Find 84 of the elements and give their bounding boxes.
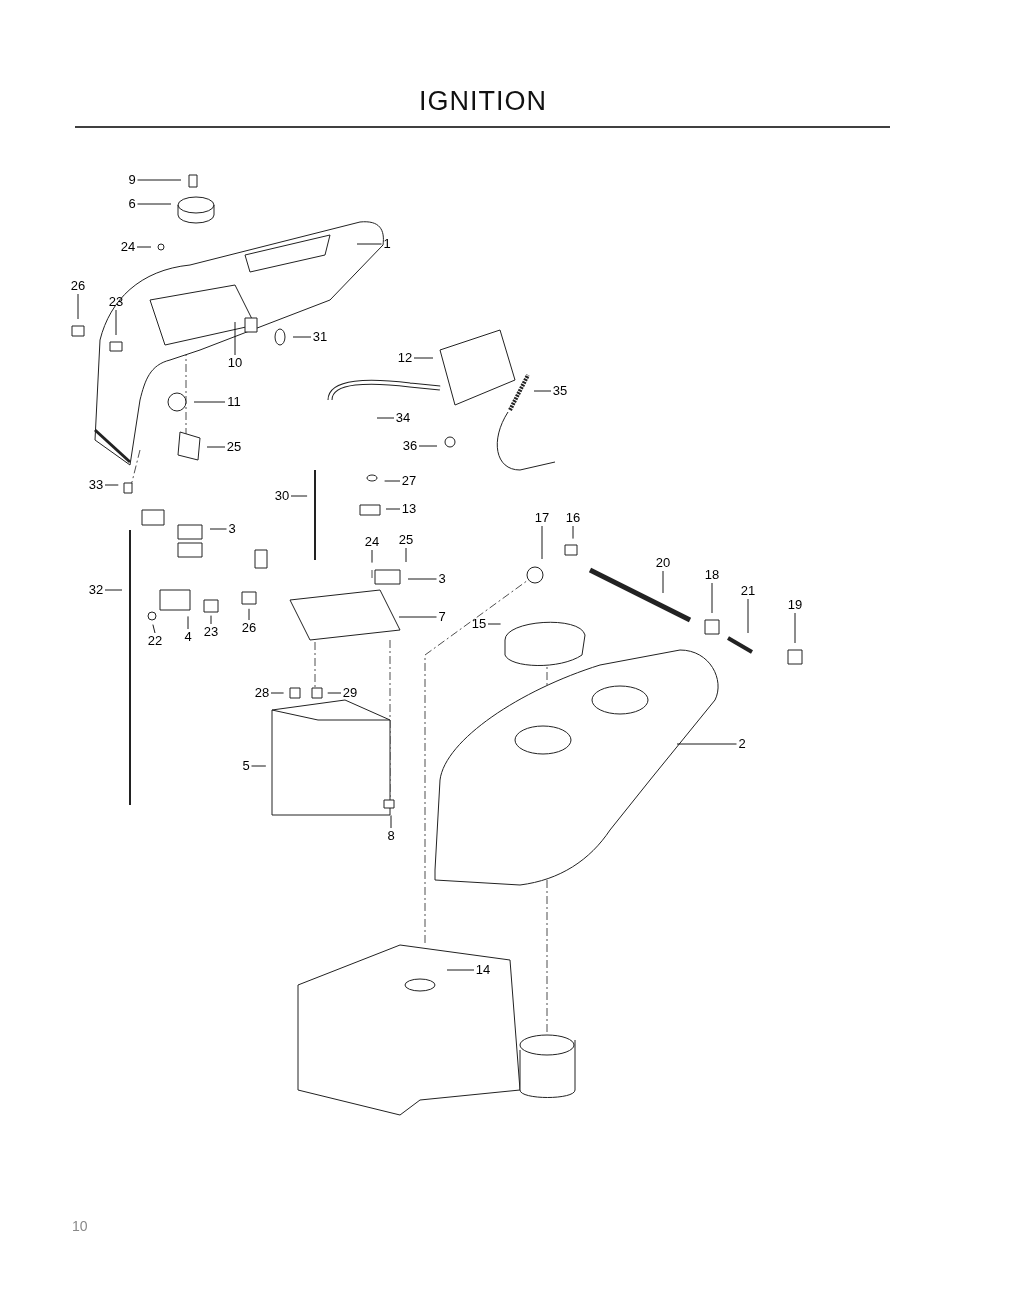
leader-line: [376, 417, 395, 419]
callout-number: 23: [108, 295, 124, 309]
callout-number: 3: [438, 572, 446, 586]
leader-line: [248, 608, 250, 621]
leader-line: [152, 624, 156, 634]
leader-line: [398, 616, 437, 618]
leader-line: [407, 578, 437, 580]
leader-line: [390, 814, 392, 829]
callout-number: 18: [704, 568, 720, 582]
callout-number: 6: [128, 197, 136, 211]
leader-line: [572, 525, 574, 540]
callout-number: 22: [147, 634, 163, 648]
callout-number: 21: [740, 584, 756, 598]
page-title: IGNITION: [418, 86, 548, 117]
callout-number: 29: [342, 686, 358, 700]
callout-number: 12: [397, 351, 413, 365]
callout-number: 32: [88, 583, 104, 597]
page-number: 10: [72, 1218, 88, 1234]
leader-line: [115, 309, 117, 336]
callout-number: 13: [401, 502, 417, 516]
leader-line: [270, 692, 285, 694]
callout-number: 25: [398, 533, 414, 547]
leader-line: [384, 480, 401, 482]
callout-number: 3: [228, 522, 236, 536]
leader-line: [446, 969, 475, 971]
leader-line: [405, 547, 407, 563]
callout-number: 17: [534, 511, 550, 525]
callout-number: 23: [203, 625, 219, 639]
callout-number: 30: [274, 489, 290, 503]
callout-number: 5: [242, 759, 250, 773]
callout-number: 31: [312, 330, 328, 344]
leader-line: [662, 570, 664, 594]
callout-number: 26: [241, 621, 257, 635]
leader-line: [327, 692, 342, 694]
leader-line: [371, 549, 373, 564]
leader-line: [533, 390, 552, 392]
leader-line: [137, 203, 172, 205]
leader-line: [187, 615, 189, 630]
callout-number: 25: [226, 440, 242, 454]
callout-number: 2: [738, 737, 746, 751]
callout-number: 35: [552, 384, 568, 398]
leader-line: [234, 321, 236, 356]
leader-line: [251, 765, 267, 767]
leader-line: [136, 246, 152, 248]
leader-line: [206, 446, 226, 448]
callout-number: 15: [471, 617, 487, 631]
callout-number: 33: [88, 478, 104, 492]
callout-number: 19: [787, 598, 803, 612]
callout-number: 11: [227, 395, 241, 409]
leader-line: [292, 336, 312, 338]
callout-number: 1: [383, 237, 391, 251]
leader-line: [137, 179, 182, 181]
callout-number: 9: [128, 173, 136, 187]
callout-number: 27: [401, 474, 417, 488]
leader-line: [193, 401, 226, 403]
callout-number: 4: [184, 630, 192, 644]
callout-number: 34: [395, 411, 411, 425]
leader-line: [541, 525, 543, 560]
leader-line: [711, 582, 713, 614]
leader-line: [676, 743, 737, 745]
leader-line: [794, 612, 796, 644]
leader-line: [210, 615, 212, 625]
leader-line: [290, 495, 308, 497]
leader-line: [104, 589, 123, 591]
callout-number: 16: [565, 511, 581, 525]
leader-line: [385, 508, 401, 510]
leader-line: [356, 243, 382, 245]
leader-line: [418, 445, 438, 447]
leader-line: [104, 484, 119, 486]
leader-line: [209, 528, 227, 530]
callout-number: 20: [655, 556, 671, 570]
callout-number: 28: [254, 686, 270, 700]
callout-number: 36: [402, 439, 418, 453]
callout-number: 8: [387, 829, 395, 843]
callout-number: 10: [227, 356, 243, 370]
callout-number: 24: [364, 535, 380, 549]
leader-line: [77, 293, 79, 320]
leader-line: [413, 357, 434, 359]
callout-number: 7: [438, 610, 446, 624]
leader-line: [487, 623, 502, 625]
leader-line: [747, 598, 749, 634]
callout-number: 24: [120, 240, 136, 254]
callout-number: 14: [475, 963, 491, 977]
callout-number: 26: [70, 279, 86, 293]
